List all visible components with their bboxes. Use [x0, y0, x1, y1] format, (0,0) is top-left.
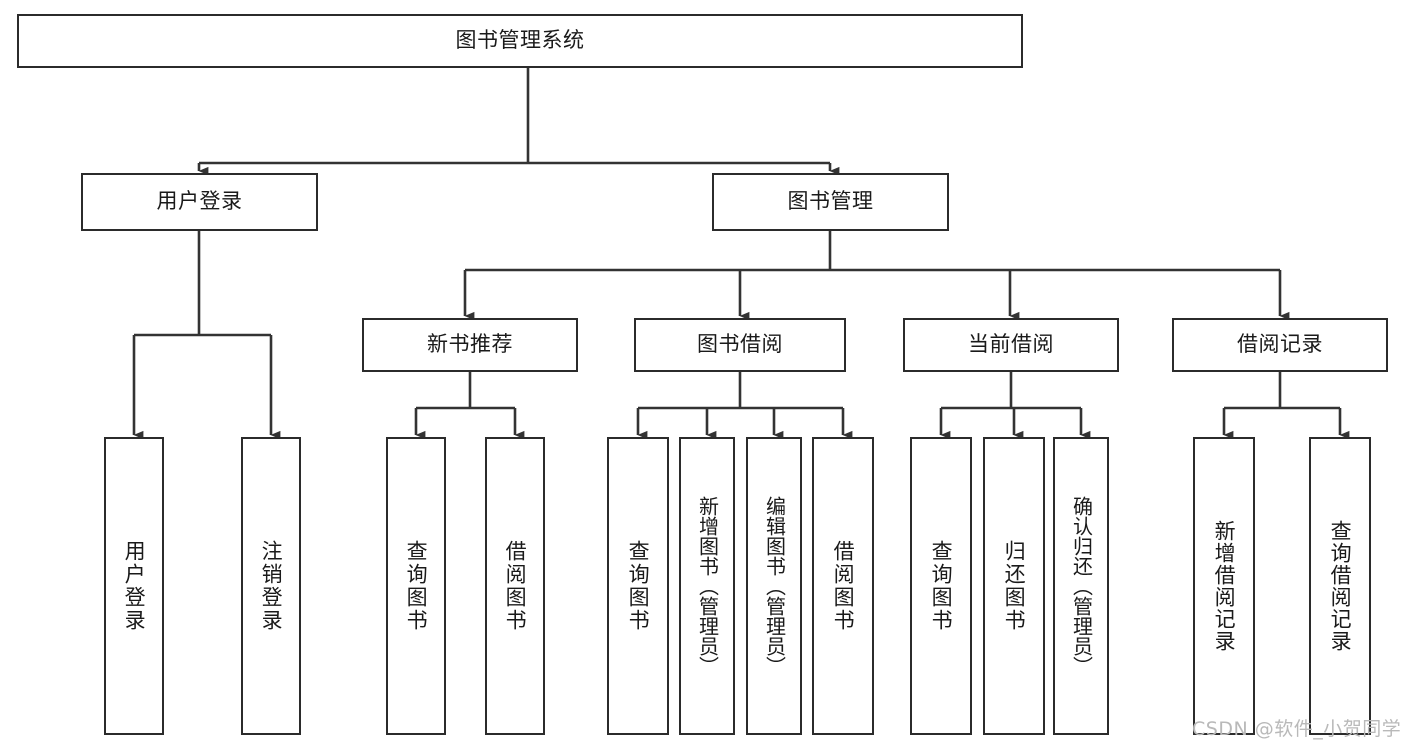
- node-label: 注销登录: [259, 540, 284, 632]
- node-label: 用户登录: [122, 540, 147, 632]
- connectors-borrow-record-to-leaves: [1222, 372, 1350, 440]
- csdn-watermark: CSDN @软件_小贺同学: [1192, 718, 1402, 740]
- leaf-user-login[interactable]: 用户登录: [104, 437, 164, 735]
- leaf-borrow-book-recommend[interactable]: 借阅图书: [485, 437, 545, 735]
- node-user-login[interactable]: 用户登录: [81, 173, 318, 231]
- node-label: 查询借阅记录: [1328, 520, 1353, 652]
- leaf-query-borrow-record[interactable]: 查询借阅记录: [1309, 437, 1371, 735]
- node-label: 借阅图书: [831, 540, 856, 632]
- leaf-query-book-current[interactable]: 查询图书: [910, 437, 972, 735]
- connectors-new-book-recommend-to-leaves: [414, 372, 525, 440]
- connectors-root-to-level2: [197, 68, 840, 176]
- node-root-system[interactable]: 图书管理系统: [17, 14, 1023, 68]
- leaf-query-book-borrow[interactable]: 查询图书: [607, 437, 669, 735]
- node-label: 编辑图书（管理员）: [762, 496, 787, 676]
- leaf-edit-book-admin[interactable]: 编辑图书（管理员）: [746, 437, 802, 735]
- node-label: 当前借阅: [968, 332, 1054, 357]
- leaf-add-borrow-record[interactable]: 新增借阅记录: [1193, 437, 1255, 735]
- node-label: 查询图书: [626, 540, 651, 632]
- node-label: 新增图书（管理员）: [695, 496, 720, 676]
- leaf-add-book-admin[interactable]: 新增图书（管理员）: [679, 437, 735, 735]
- node-label: 新书推荐: [427, 332, 513, 357]
- node-borrow-record[interactable]: 借阅记录: [1172, 318, 1388, 372]
- connectors-book-manage-to-level3: [463, 231, 1290, 321]
- connectors-current-borrow-to-leaves: [939, 372, 1091, 440]
- node-book-manage[interactable]: 图书管理: [712, 173, 949, 231]
- node-label: 图书管理系统: [455, 28, 585, 53]
- node-label: 归还图书: [1002, 540, 1027, 632]
- leaf-query-book-recommend[interactable]: 查询图书: [386, 437, 446, 735]
- connectors-book-borrow-to-leaves: [636, 372, 853, 440]
- node-book-borrow[interactable]: 图书借阅: [634, 318, 846, 372]
- node-label: 用户登录: [156, 189, 243, 214]
- connectors-user-login-to-leaves: [132, 231, 281, 440]
- leaf-return-book[interactable]: 归还图书: [983, 437, 1045, 735]
- node-label: 图书借阅: [697, 332, 783, 357]
- leaf-confirm-return-admin[interactable]: 确认归还（管理员）: [1053, 437, 1109, 735]
- node-label: 新增借阅记录: [1212, 520, 1237, 652]
- node-label: 查询图书: [929, 540, 954, 632]
- node-current-borrow[interactable]: 当前借阅: [903, 318, 1119, 372]
- node-label: 查询图书: [404, 540, 429, 632]
- node-label: 确认归还（管理员）: [1069, 496, 1094, 676]
- leaf-borrow-book[interactable]: 借阅图书: [812, 437, 874, 735]
- node-label: 借阅记录: [1237, 332, 1323, 357]
- node-label: 图书管理: [787, 189, 874, 214]
- leaf-logout-login[interactable]: 注销登录: [241, 437, 301, 735]
- node-label: 借阅图书: [503, 540, 528, 632]
- node-new-book-recommend[interactable]: 新书推荐: [362, 318, 578, 372]
